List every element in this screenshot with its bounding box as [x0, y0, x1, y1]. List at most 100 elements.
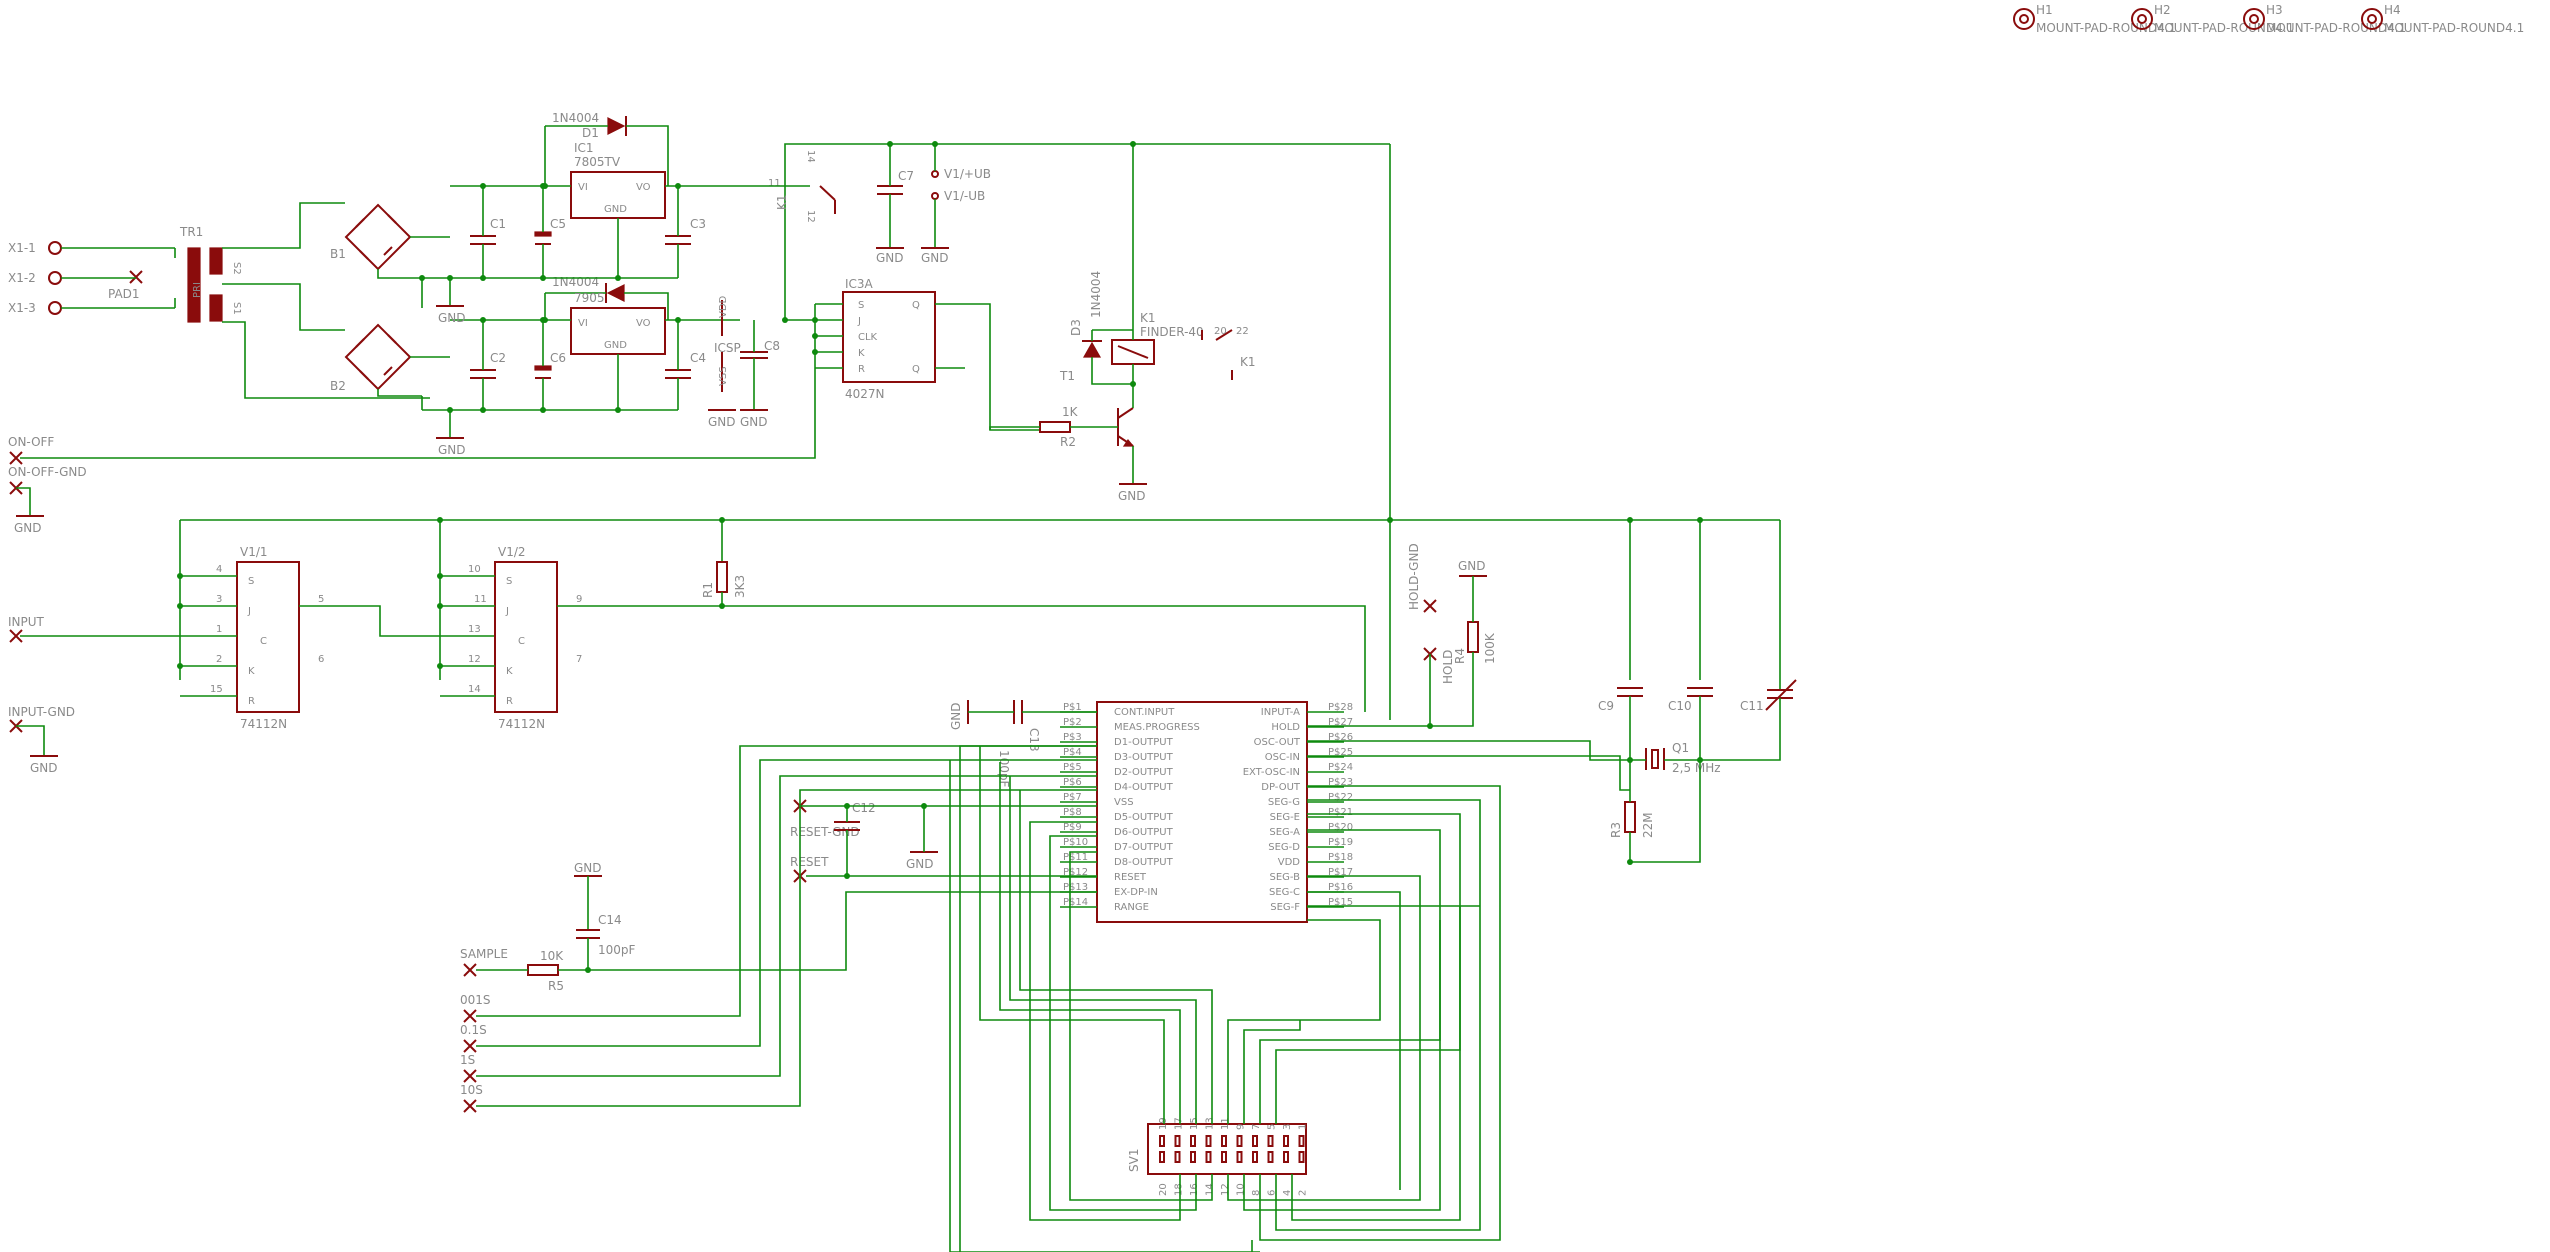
- k1-pin-14: 14: [805, 150, 816, 163]
- sv1-pin-number: 3: [1282, 1124, 1293, 1130]
- cap-c10: C10: [1668, 687, 1713, 713]
- ic-pin-name: DP-OUT: [1261, 782, 1301, 793]
- hold-label: HOLD: [1441, 650, 1455, 684]
- c2-label: C2: [490, 351, 506, 365]
- k1-coil-label: K1: [1140, 311, 1156, 325]
- sv1-pin-number: 13: [1205, 1117, 1216, 1130]
- reset-gnd-label: RESET-GND: [790, 825, 860, 839]
- r1-label: R1: [701, 582, 715, 598]
- ic1-label: IC1: [574, 141, 594, 155]
- cap-c11: C11: [1740, 679, 1797, 713]
- v1-vub-label: V1/+UB: [944, 167, 991, 181]
- r1-value: 3K3: [733, 575, 747, 598]
- x1-3-label: X1-3: [8, 301, 36, 315]
- flipflop-v1-2: S J C K R V1/2 74112N: [494, 545, 558, 731]
- gnd-label: GND: [438, 311, 466, 325]
- v11-pin-j: J: [247, 606, 251, 617]
- icsp-label: ICSP: [714, 341, 741, 355]
- ic-pin-name: RANGE: [1114, 902, 1149, 913]
- ic1-value: 7805TV: [574, 155, 621, 169]
- ic-pad-label: P$4: [1063, 747, 1082, 758]
- ic-pad-label: P$23: [1328, 777, 1353, 788]
- cap-c6: C6: [534, 351, 566, 379]
- input-connector: INPUT INPUT-GND GND: [8, 615, 75, 775]
- ic-pad-label: P$28: [1328, 702, 1353, 713]
- cap-c13: 100pF C13 GND: [949, 700, 1097, 788]
- relay-k1-switch: 11 14 12 K1: [768, 150, 836, 223]
- ic-pin-name: SEG-F: [1270, 902, 1300, 913]
- c11-label: C11: [1740, 699, 1764, 713]
- sample-area: GND C14 100pF 10K R5 SAMPLE: [460, 861, 1097, 993]
- ic-pad-label: P$10: [1063, 837, 1088, 848]
- v11-pin-r: R: [248, 696, 255, 707]
- c13-label: C13: [1027, 728, 1041, 752]
- sv1-pin: [1190, 1135, 1196, 1147]
- ic3-pin-qn: Q: [912, 364, 920, 375]
- ic-pad-label: P$18: [1328, 852, 1353, 863]
- sv1-pin-number: 6: [1267, 1190, 1278, 1196]
- b2-label: B2: [330, 379, 346, 393]
- sv1-pin-number: 4: [1282, 1190, 1293, 1196]
- r4-label: R4: [1453, 648, 1467, 664]
- svg-text:20: 20: [1214, 326, 1227, 337]
- input-gnd-label: INPUT-GND: [8, 705, 75, 719]
- ic2-value: 7905: [574, 291, 605, 305]
- gnd-label: GND: [906, 857, 934, 871]
- ic2-vi: VI: [578, 318, 588, 329]
- sv1-pin-number: 15: [1189, 1117, 1200, 1130]
- ic-pad-label: P$19: [1328, 837, 1353, 848]
- connector-sv1: SV1: [1127, 1123, 1307, 1175]
- r2-label: R2: [1060, 435, 1076, 449]
- c10-label: C10: [1668, 699, 1692, 713]
- k1-contact-label: K1: [1240, 355, 1256, 369]
- q1-label: Q1: [1672, 741, 1689, 755]
- sv1-pin: [1205, 1135, 1212, 1147]
- ic-pin-name: D1-OUTPUT: [1114, 737, 1174, 748]
- ic-pad-label: P$9: [1063, 822, 1082, 833]
- svg-text:VDD: VDD: [718, 295, 729, 318]
- mount-pad-ref: H4: [2384, 3, 2401, 17]
- sv1-pin: [1174, 1135, 1181, 1147]
- svg-text:4: 4: [216, 564, 222, 575]
- cap-c1: C1: [470, 217, 506, 245]
- ic-pad-label: P$15: [1328, 897, 1353, 908]
- c13-value: 100pF: [997, 750, 1011, 788]
- c14-value: 100pF: [598, 943, 636, 957]
- c5-label: C5: [550, 217, 566, 231]
- ic2-vo: VO: [636, 318, 651, 329]
- gnd-label: GND: [921, 251, 949, 265]
- hold-area: HOLD-GND HOLD R4 100K GND: [1307, 543, 1497, 727]
- sv1-pin: [1283, 1151, 1289, 1163]
- mount-pad-ref: H1: [2036, 3, 2053, 17]
- gnd-label: GND: [949, 702, 963, 730]
- v12-label: V1/2: [498, 545, 526, 559]
- icsp-header: VDD VSS ICSP C8 GND GND: [708, 295, 780, 429]
- svg-text:15: 15: [210, 684, 223, 695]
- sv1-pin-number: 17: [1174, 1117, 1185, 1130]
- gnd-label: GND: [876, 251, 904, 265]
- ic-pad-label: P$8: [1063, 807, 1082, 818]
- c9-label: C9: [1598, 699, 1614, 713]
- ic-pad-label: P$14: [1063, 897, 1088, 908]
- svg-text:10: 10: [468, 564, 481, 575]
- r01s-label: 0.1S: [460, 1023, 487, 1037]
- mount-pad-name: MOUNT-PAD-ROUND4.1: [2384, 21, 2524, 35]
- ic-pin-name: SEG-D: [1268, 842, 1300, 853]
- ic-pad-label: P$25: [1328, 747, 1353, 758]
- crystal-q1: Q1 2,5 MHz: [1645, 741, 1721, 775]
- ic-pin-name: HOLD: [1271, 722, 1300, 733]
- ic-pin-name: SEG-B: [1269, 872, 1300, 883]
- r2-value: 1K: [1062, 405, 1079, 419]
- flipflop-v1-1: S J C K R V1/1 74112N: [236, 545, 300, 731]
- relay-k1-contacts: 20 22 K1: [1201, 326, 1256, 380]
- on-off-label: ON-OFF: [8, 435, 54, 449]
- v11-value: 74112N: [240, 717, 287, 731]
- ic-pad-label: P$22: [1328, 792, 1353, 803]
- d1-value: 1N4004: [552, 111, 599, 125]
- ic-pin-name: RESET: [1114, 872, 1147, 883]
- gnd-label: GND: [1458, 559, 1486, 573]
- resistor-r3: R3 22M: [1609, 801, 1655, 838]
- sv1-pin: [1190, 1151, 1196, 1163]
- svg-text:12: 12: [468, 654, 481, 665]
